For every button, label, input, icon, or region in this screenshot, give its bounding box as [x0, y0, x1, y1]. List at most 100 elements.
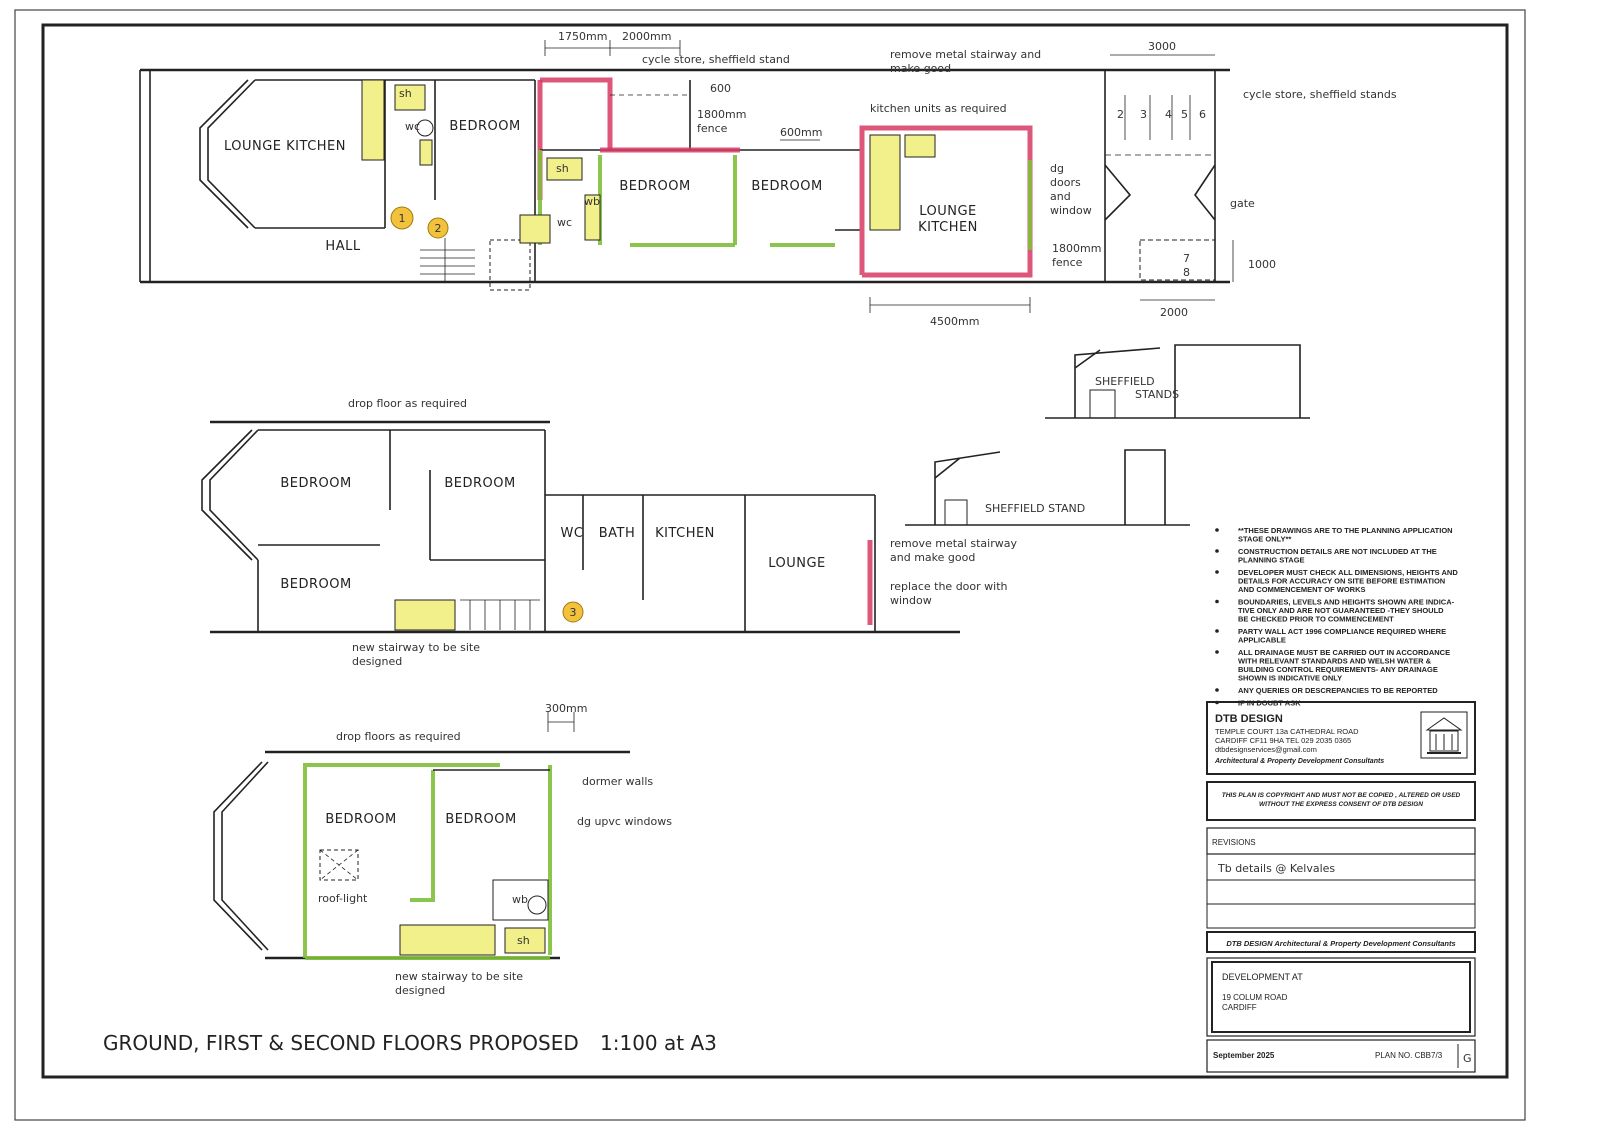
room-kitchen-ff: KITCHEN — [655, 526, 715, 541]
room-bedroom-ff-1: BEDROOM — [280, 476, 351, 491]
stand-num-6: 6 — [1199, 108, 1206, 121]
note-rooflight: roof-light — [318, 892, 368, 905]
note-bullet — [1215, 599, 1219, 604]
note-line: **THESE DRAWINGS ARE TO THE PLANNING APP… — [1238, 526, 1453, 535]
title-block: DTB DESIGN TEMPLE COURT 13a CATHEDRAL RO… — [1206, 701, 1476, 1073]
room-bedroom-sf-1: BEDROOM — [325, 812, 396, 827]
stand-num-7: 7 — [1183, 252, 1190, 265]
badge-3-label: 3 — [570, 606, 577, 619]
elev-label-stands: STANDS — [1135, 388, 1179, 401]
second-floor-plan: BEDROOM BEDROOM wb sh 300mm drop floors … — [213, 702, 672, 997]
development-address-2: CARDIFF — [1222, 1003, 1257, 1012]
badge-1-label: 1 — [399, 212, 406, 225]
note-fence2-2: fence — [1052, 256, 1083, 269]
note-kitchen-units: kitchen units as required — [870, 102, 1007, 115]
badge-1 — [390, 206, 414, 230]
note-line: WITH RELEVANT STANDARDS AND WELSH WATER … — [1238, 657, 1432, 666]
note-line: CONSTRUCTION DETAILS ARE NOT INCLUDED AT… — [1238, 547, 1437, 556]
note-replace-door-1: replace the door with — [890, 580, 1008, 593]
note-line: PARTY WALL ACT 1996 COMPLIANCE REQUIRED … — [1238, 627, 1446, 636]
company-address-1: TEMPLE COURT 13a CATHEDRAL ROAD — [1215, 727, 1359, 736]
note-dg-4: window — [1050, 204, 1092, 217]
revisions-label: REVISIONS — [1212, 838, 1256, 847]
note-cycle-stands: cycle store, sheffield stands — [1243, 88, 1397, 101]
room-bedroom-gf-3: BEDROOM — [751, 179, 822, 194]
note-line: ANY QUERIES OR DESCREPANCIES TO BE REPOR… — [1238, 686, 1438, 695]
room-kitchen-gf: KITCHEN — [918, 220, 978, 235]
note-replace-door-2: window — [890, 594, 932, 607]
note-line: STAGE ONLY** — [1238, 535, 1291, 544]
room-bedroom-sf-2: BEDROOM — [445, 812, 516, 827]
note-new-stairway-sf-1: new stairway to be site — [395, 970, 523, 983]
stand-num-5: 5 — [1181, 108, 1188, 121]
note-fence-1: 1800mm — [697, 108, 746, 121]
dim-4500: 4500mm — [930, 315, 979, 328]
room-lounge-ff: LOUNGE — [768, 556, 826, 571]
note-new-stairway-ff-2: designed — [352, 655, 402, 668]
room-hall: HALL — [325, 239, 360, 254]
note-dg-2: doors — [1050, 176, 1081, 189]
room-bedroom-ff-3: BEDROOM — [280, 577, 351, 592]
company-name: DTB DESIGN — [1215, 713, 1283, 725]
stand-num-2: 2 — [1117, 108, 1124, 121]
note-line: DEVELOPER MUST CHECK ALL DIMENSIONS, HEI… — [1238, 568, 1458, 577]
note-bullet — [1215, 650, 1219, 654]
fixture-shower-1: sh — [399, 87, 412, 100]
development-address-1: 19 COLUM ROAD — [1222, 993, 1288, 1002]
dim-600b: 600mm — [780, 126, 822, 139]
revision-entry: Tb details @ Kelvales — [1217, 862, 1335, 875]
badge-2-label: 2 — [435, 222, 442, 235]
company-logo-icon — [1420, 711, 1468, 759]
note-line: PLANNING STAGE — [1238, 556, 1305, 565]
room-lounge-kitchen-gf: LOUNGE KITCHEN — [224, 139, 346, 154]
note-drop-floor: drop floor as required — [348, 397, 467, 410]
note-bullet — [1215, 688, 1219, 692]
first-floor-plan: 3 BEDROOM BEDROOM BEDROOM WC BATH KITCHE… — [201, 397, 1017, 668]
note-bullet — [1215, 570, 1219, 574]
fixture-wc-1: wc — [405, 120, 420, 133]
dim-300: 300mm — [545, 702, 587, 715]
note-line: BOUNDARIES, LEVELS AND HEIGHTS SHOWN ARE… — [1238, 598, 1455, 607]
room-bedroom-ff-2: BEDROOM — [444, 476, 515, 491]
note-fence-2: fence — [697, 122, 728, 135]
dim-2000: 2000mm — [622, 30, 671, 43]
note-new-stairway-sf-2: designed — [395, 984, 445, 997]
drawing-date: September 2025 — [1213, 1051, 1275, 1060]
drawing-title: GROUND, FIRST & SECOND FLOORS PROPOSED — [103, 1031, 579, 1055]
note-line: ALL DRAINAGE MUST BE CARRIED OUT IN ACCO… — [1238, 648, 1450, 657]
badge-3 — [562, 601, 584, 623]
note-line: DETAILS FOR ACCURACY ON SITE BEFORE ESTI… — [1238, 577, 1445, 586]
inner-border — [41, 23, 1509, 1079]
note-line: BE CHECKED PRIOR TO COMMENCEMENT — [1238, 615, 1394, 624]
plan-number: PLAN NO. CBB7/3 — [1375, 1051, 1443, 1060]
note-fence2-1: 1800mm — [1052, 242, 1101, 255]
footer-company-line: DTB DESIGN Architectural & Property Deve… — [1226, 939, 1455, 948]
note-line: SHOWN IS INDICATIVE ONLY — [1238, 674, 1342, 683]
note-drop-floors: drop floors as required — [336, 730, 461, 743]
note-remove-stairway-ff-2: and make good — [890, 551, 975, 564]
note-dg-3: and — [1050, 190, 1071, 203]
badge-2 — [427, 217, 449, 239]
elev-label-sheffield-stand: SHEFFIELD STAND — [985, 502, 1085, 515]
dim-3000: 3000 — [1148, 40, 1176, 53]
note-cycle-store: cycle store, sheffield stand — [642, 53, 790, 66]
room-wc-ff: WC — [561, 526, 584, 541]
drawing-scale: 1:100 at A3 — [600, 1031, 717, 1055]
note-remove-stairway-2: make good — [890, 62, 951, 75]
stand-num-4: 4 — [1165, 108, 1172, 121]
fixture-wb-sf: wb — [512, 893, 528, 906]
note-dormer-walls: dormer walls — [582, 775, 653, 788]
stand-num-3: 3 — [1140, 108, 1147, 121]
room-lounge-gf: LOUNGE — [919, 204, 977, 219]
note-line: APPLICABLE — [1238, 636, 1286, 645]
dim-1000: 1000 — [1248, 258, 1276, 271]
note-bullet — [1215, 629, 1219, 633]
outer-border — [14, 9, 1526, 1121]
company-tagline: Architectural & Property Development Con… — [1214, 758, 1384, 765]
dim-600a: 600 — [710, 82, 731, 95]
room-bedroom-gf-2: BEDROOM — [619, 179, 690, 194]
note-remove-stairway-ff-1: remove metal stairway — [890, 537, 1017, 550]
dim-2000b: 2000 — [1160, 306, 1188, 319]
fixture-wb: wb — [584, 195, 600, 208]
